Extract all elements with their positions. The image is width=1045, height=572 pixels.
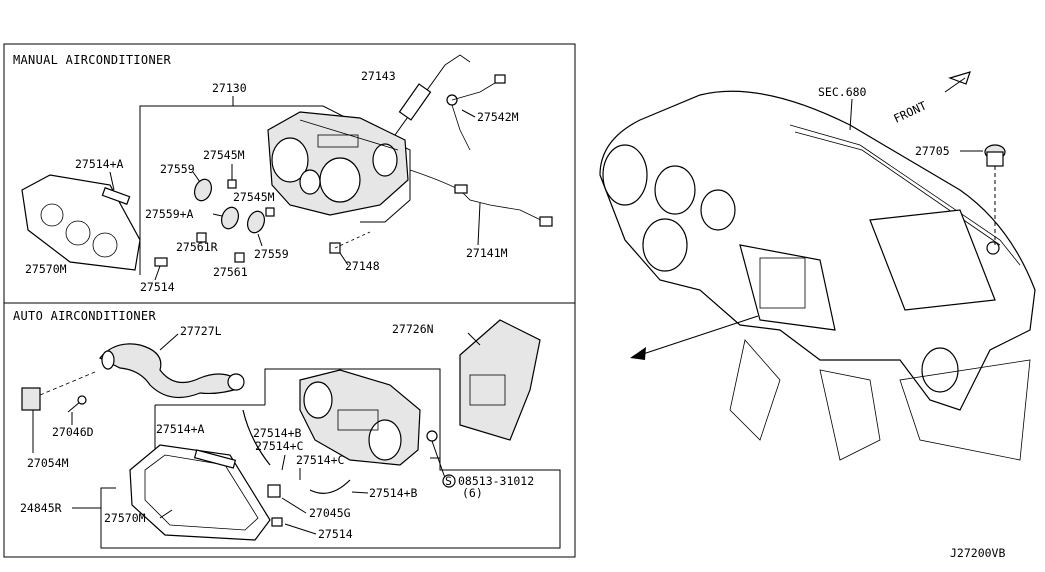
label-27542M: 27542M [477,110,519,124]
label-27570M-auto: 27570M [104,511,146,525]
s-symbol [442,474,456,488]
label-27046D: 27046D [52,425,94,439]
manual-section-title: MANUAL AIRCONDITIONER [13,53,171,67]
cable-27141M [409,169,553,246]
label-27514plusA-manual: 27514+A [75,157,124,171]
label-27559-1: 27559 [160,162,195,176]
label-27130: 27130 [212,81,247,95]
auto-section-frame [3,302,576,558]
label-27514plusC-2: 27514+C [296,453,345,467]
label-08513-31012: 08513-31012 [458,474,534,488]
knob-27559-b [246,210,266,247]
label-27514-manual: 27514 [140,280,175,294]
module-27726N [459,319,541,441]
control-unit-27130 [139,105,411,275]
label-s-symbol: S [445,474,452,488]
duct-27727L [99,343,245,399]
strap-27514plusB-1 [242,409,271,466]
label-27514plusC-1: 27514+C [255,439,304,453]
label-27545M-2: 27545M [233,190,275,204]
finisher-27570M-manual [21,174,168,271]
label-sec680: SEC.680 [818,85,867,99]
finisher-24845R [129,444,283,541]
label-27559plusA: 27559+A [145,207,194,221]
button-27561 [234,252,245,263]
button-27561R [196,232,207,243]
label-08513-qty: (6) [462,486,483,500]
label-24845R: 24845R [20,501,62,515]
label-27514plusA-auto: 27514+A [156,422,205,436]
label-27559-2: 27559 [254,247,289,261]
knob-27559-a [192,171,213,202]
auto-control-panel [299,369,421,466]
label-27726N: 27726N [392,322,434,336]
front-arrow-icon [944,71,971,93]
label-27141M: 27141M [466,246,508,260]
label-27705: 27705 [915,144,950,158]
part-27148 [329,231,371,266]
switch-27705 [984,144,1006,245]
auto-section-title: AUTO AIRCONDITIONER [13,309,156,323]
dashboard-instrument-panel [599,90,1036,461]
sensor-27143 [394,54,471,136]
strap-27514plusB-2 [309,479,351,494]
label-27514-auto: 27514 [318,527,353,541]
label-27045G: 27045G [309,506,351,520]
label-27514plusB-1: 27514+B [253,426,302,440]
label-27561: 27561 [213,265,248,279]
diagram-code: J27200VB [950,546,1005,560]
label-27727L: 27727L [180,324,222,338]
screw-08513-31012 [426,430,446,479]
label-27545M-1: 27545M [203,148,245,162]
label-27514plusB-2: 27514+B [369,486,418,500]
knob-27559plusA [212,206,240,230]
arrow-head [630,347,646,360]
aspirator-27054M [21,371,96,453]
label-27143: 27143 [361,69,396,83]
label-27570M-manual: 27570M [25,262,67,276]
clip-27545M-a [227,164,237,189]
label-27148: 27148 [345,259,380,273]
clip-27545M-b [265,207,275,217]
arrow-line [639,315,759,356]
label-front: FRONT [891,98,928,125]
label-27054M: 27054M [27,456,69,470]
label-27561R: 27561R [176,240,218,254]
screw-27046D [67,395,87,425]
harness-27542M [446,74,506,151]
